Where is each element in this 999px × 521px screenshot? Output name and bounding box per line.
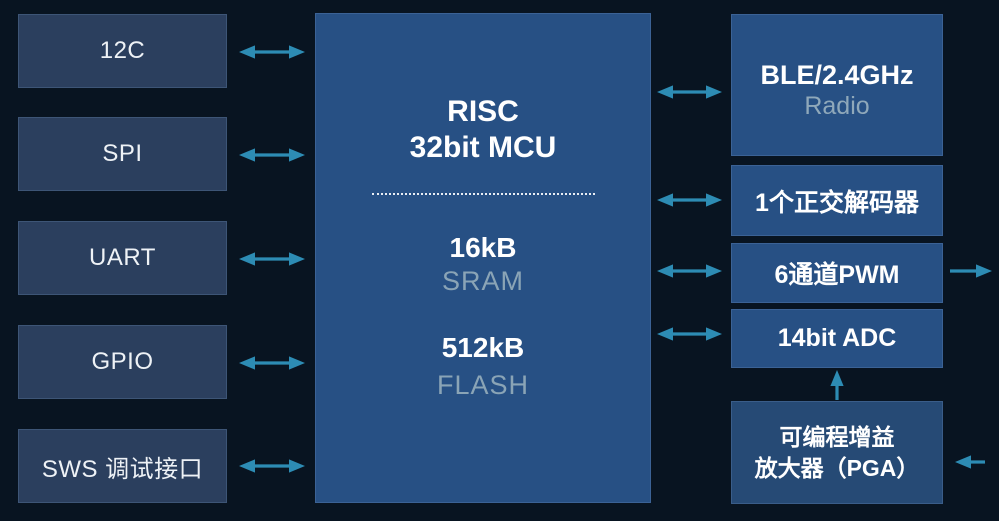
block-pga: 可编程增益 放大器（PGA） xyxy=(731,401,943,504)
block-uart: UART xyxy=(18,221,227,295)
adc-label: 14bit ADC xyxy=(777,324,897,352)
block-i2c: 12C xyxy=(18,14,227,88)
arrow-sws-mcu xyxy=(239,459,305,473)
block-spi-label: SPI xyxy=(102,140,143,167)
pwm-label: 6通道PWM xyxy=(774,261,900,289)
block-i2c-label: 12C xyxy=(99,37,146,64)
mcu-title-line1: RISC xyxy=(447,95,519,128)
pga-label-line2: 放大器（PGA） xyxy=(754,454,920,481)
arrow-mcu-adc xyxy=(657,327,722,341)
block-gpio: GPIO xyxy=(18,325,227,399)
arrow-i2c-mcu xyxy=(239,45,305,59)
arrow-pga-adc xyxy=(830,370,844,400)
ble-radio-title: BLE/2.4GHz xyxy=(760,60,914,90)
arrow-pga-in xyxy=(955,455,985,469)
block-gpio-label: GPIO xyxy=(91,348,154,375)
block-quadrature-decoder: 1个正交解码器 xyxy=(731,165,943,236)
flash-size: 512kB xyxy=(441,332,525,363)
block-ble-radio: BLE/2.4GHz Radio xyxy=(731,14,943,156)
arrow-gpio-mcu xyxy=(239,356,305,370)
block-sws-debug-label: SWS 调试接口 xyxy=(41,455,204,483)
block-spi: SPI xyxy=(18,117,227,191)
block-uart-label: UART xyxy=(89,244,156,271)
mcu-divider xyxy=(371,193,595,195)
arrow-uart-mcu xyxy=(239,252,305,266)
mcu-title: RISC 32bit MCU xyxy=(410,94,557,166)
mcu-title-line2: 32bit MCU xyxy=(409,131,557,164)
arrow-pwm-out xyxy=(950,264,992,278)
pga-label-line1: 可编程增益 xyxy=(779,423,895,450)
sram-size: 16kB xyxy=(449,232,517,263)
block-mcu: RISC 32bit MCU 16kB SRAM 512kB FLASH xyxy=(315,13,651,503)
arrow-mcu-qdec xyxy=(657,193,722,207)
ble-radio-subtitle: Radio xyxy=(804,92,870,120)
arrow-mcu-radio xyxy=(657,85,722,99)
arrow-spi-mcu xyxy=(239,148,305,162)
flash-label: FLASH xyxy=(436,370,530,400)
block-sws-debug: SWS 调试接口 xyxy=(18,429,227,503)
block-pwm: 6通道PWM xyxy=(731,243,943,303)
arrow-mcu-pwm xyxy=(657,264,722,278)
block-adc: 14bit ADC xyxy=(731,309,943,368)
quadrature-decoder-label: 1个正交解码器 xyxy=(755,188,919,217)
sram-label: SRAM xyxy=(441,266,524,296)
